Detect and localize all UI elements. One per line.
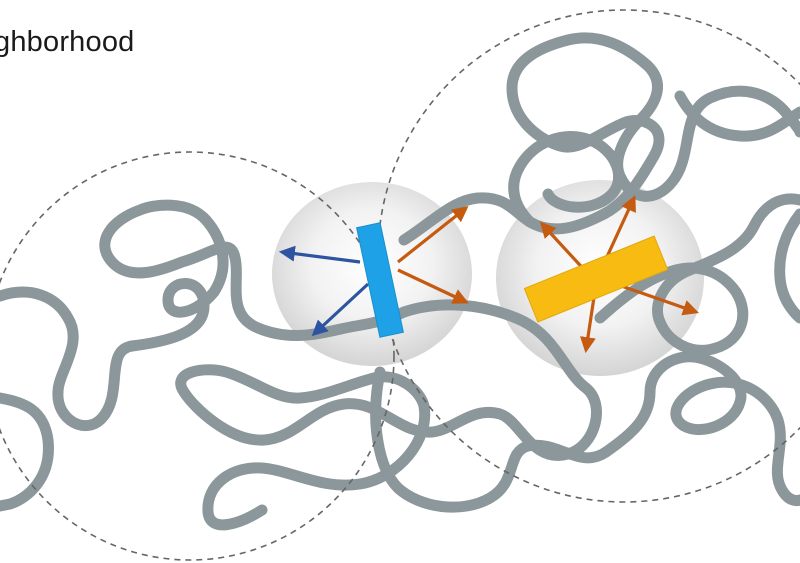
blue-arrow-down-left [311, 282, 370, 337]
chain-segment-right-mid [594, 193, 800, 356]
yellow-segment-marker [523, 235, 669, 323]
orange-arrow-upper-right [397, 206, 469, 264]
chain-segment-middle-lower [175, 299, 602, 531]
polymer-chain [0, 32, 800, 531]
blue-interaction-arrows [278, 245, 370, 337]
chain-segment-right-edge [774, 208, 800, 324]
orange-arrows-blue-marker [397, 206, 469, 304]
diagram-title: ghborhood [0, 26, 135, 58]
chain-segment-right-lower [600, 351, 800, 507]
chain-segment-top-right [674, 90, 800, 142]
chain-segment-right [398, 32, 800, 246]
blue-segment-marker [356, 222, 404, 338]
orange-arrow-lower-right [397, 268, 469, 304]
chain-segment-left-lower [0, 392, 54, 512]
chain-segment-right-loop [508, 131, 625, 228]
blue-arrow-left [278, 245, 361, 264]
chain-segment-left [0, 199, 410, 432]
left-neighborhood-boundary [0, 151, 395, 561]
chain-segment-middle-right [370, 366, 612, 513]
